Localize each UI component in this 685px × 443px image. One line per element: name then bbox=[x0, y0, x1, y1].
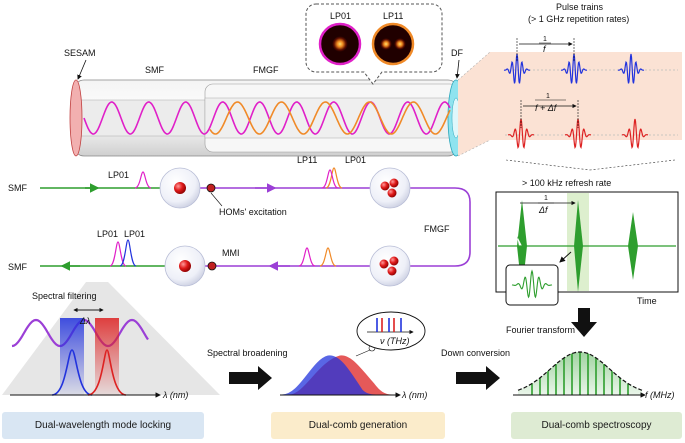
lp11-wave bbox=[209, 101, 451, 135]
down-conversion-label: Down conversion bbox=[441, 348, 510, 358]
sesam-label: SESAM bbox=[64, 48, 96, 58]
period2-num: 1 bbox=[546, 93, 550, 100]
mode-locking-box: Dual-wavelength mode locking bbox=[2, 412, 204, 439]
f-mhz-axis: f (MHz) bbox=[645, 390, 675, 400]
mmi-label: MMI bbox=[222, 248, 240, 258]
mmi-point bbox=[207, 261, 217, 271]
period1-num: 1 bbox=[543, 36, 547, 43]
mode-sphere-3 bbox=[369, 245, 411, 287]
broadening-arrow bbox=[229, 366, 272, 390]
lambda-axis-1: λ (nm) bbox=[162, 390, 188, 400]
blue-filter-band bbox=[60, 318, 84, 396]
spectral-broadening-label: Spectral broadening bbox=[207, 348, 288, 358]
df-label: DF bbox=[451, 48, 463, 58]
pulse-title-2: (> 1 GHz repetition rates) bbox=[528, 14, 629, 24]
lp01-in-label: LP01 bbox=[108, 170, 129, 180]
fiber-assembly bbox=[69, 79, 465, 157]
refresh-rate-label: > 100 kHz refresh rate bbox=[522, 178, 611, 188]
pulse-train-panel: Pulse trains (> 1 GHz repetition rates) … bbox=[457, 2, 682, 157]
comb-generation-panel bbox=[280, 311, 426, 398]
inset-lp01-label: LP01 bbox=[330, 11, 351, 21]
period3-num: 1 bbox=[544, 195, 548, 202]
period1-den: f bbox=[543, 44, 547, 54]
mode-profile-inset: LP01 LP11 bbox=[305, 3, 443, 85]
interferogram-burst-3 bbox=[628, 212, 638, 280]
zoom-inset bbox=[505, 264, 559, 306]
nu-thz-label: ν (THz) bbox=[380, 336, 410, 346]
smf-in-label: SMF bbox=[8, 183, 28, 193]
interferogram-panel: 1 Δf Time bbox=[495, 191, 679, 306]
down-conversion-arrow bbox=[456, 366, 500, 390]
time-axis-label: Time bbox=[637, 296, 657, 306]
lp11-label: LP11 bbox=[297, 155, 317, 165]
period3-den: Δf bbox=[538, 205, 549, 215]
comb-generation-box: Dual-comb generation bbox=[271, 412, 445, 439]
smf-out-label: SMF bbox=[8, 262, 28, 272]
fmgf-mid-label: FMGF bbox=[424, 224, 450, 234]
interferogram-burst-2 bbox=[574, 200, 583, 292]
spectral-filtering-panel bbox=[2, 282, 220, 398]
sesam-mirror bbox=[69, 79, 83, 157]
spectral-filtering-label: Spectral filtering bbox=[32, 291, 97, 301]
comb-zoom-bubble bbox=[356, 311, 426, 351]
homs-label: HOMs' excitation bbox=[219, 207, 287, 217]
spectroscopy-box: Dual-comb spectroscopy bbox=[511, 412, 682, 439]
mode-conversion-diagram bbox=[40, 167, 471, 287]
delta-lambda-label: Δλ bbox=[79, 316, 90, 326]
lambda-axis-2: λ (nm) bbox=[401, 390, 427, 400]
lp01-out2-label: LP01 bbox=[124, 229, 145, 239]
fourier-arrow bbox=[571, 308, 597, 337]
rf-spectrum-panel bbox=[513, 351, 646, 398]
lp01-b-label: LP01 bbox=[345, 155, 366, 165]
lp01-out1-label: LP01 bbox=[97, 229, 118, 239]
period2-den: f + Δf bbox=[535, 103, 558, 113]
smf-label: SMF bbox=[145, 65, 165, 75]
mode-sphere-2 bbox=[369, 167, 411, 209]
homs-excitation-point bbox=[206, 183, 216, 193]
lp11-mode-image bbox=[371, 22, 415, 66]
pulse-title-1: Pulse trains bbox=[556, 2, 604, 12]
fmgf-label: FMGF bbox=[253, 65, 279, 75]
fourier-label: Fourier transform bbox=[506, 325, 575, 335]
inset-lp11-label: LP11 bbox=[383, 11, 403, 21]
